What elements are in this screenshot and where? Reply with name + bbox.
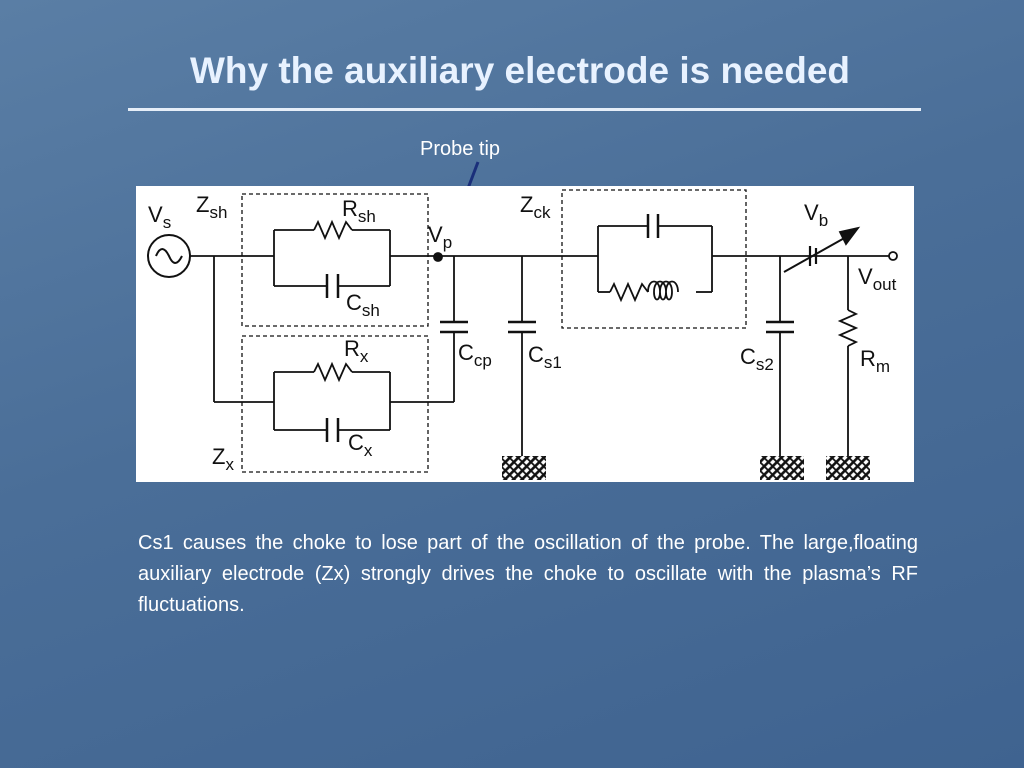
explanation-paragraph: Cs1 causes the choke to lose part of the…	[138, 532, 918, 616]
choke-inductor-icon	[647, 280, 679, 301]
label-ccp: Ccp	[458, 340, 492, 370]
ground-rm-icon	[826, 456, 870, 480]
circuit-diagram: Vs Zsh Rsh Csh Vp Zck Vb Vout Ccp Cs1 Cs…	[136, 186, 914, 482]
choke-resistor-icon	[609, 281, 649, 303]
zck-box	[561, 189, 747, 329]
label-vp: Vp	[428, 222, 452, 252]
label-csh: Csh	[346, 290, 380, 320]
ground-cs2-icon	[760, 456, 804, 480]
label-vb: Vb	[804, 200, 828, 230]
label-cx: Cx	[348, 430, 373, 460]
vb-variable-source-icon	[783, 226, 861, 273]
rm-resistor-icon	[837, 309, 859, 347]
zx-box	[241, 335, 429, 473]
label-zsh: Zsh	[196, 192, 227, 222]
probe-tip-label: Probe tip	[420, 138, 501, 160]
rx-resistor-icon	[313, 361, 353, 383]
ac-source-icon	[147, 234, 191, 278]
ground-cs1-icon	[502, 456, 546, 480]
zsh-box	[241, 193, 429, 327]
label-rsh: Rsh	[342, 196, 376, 226]
vp-node	[433, 252, 443, 262]
label-cs2: Cs2	[740, 344, 774, 374]
label-vout: Vout	[858, 264, 897, 294]
label-zx: Zx	[212, 444, 234, 474]
label-rm: Rm	[860, 346, 890, 376]
label-zck: Zck	[520, 192, 551, 222]
label-cs1: Cs1	[528, 342, 562, 372]
title-divider	[128, 108, 921, 111]
rsh-resistor-icon	[313, 219, 353, 241]
slide-title: Why the auxiliary electrode is needed	[189, 50, 851, 91]
vout-terminal	[888, 251, 898, 261]
label-vs: Vs	[148, 202, 171, 232]
label-rx: Rx	[344, 336, 369, 366]
